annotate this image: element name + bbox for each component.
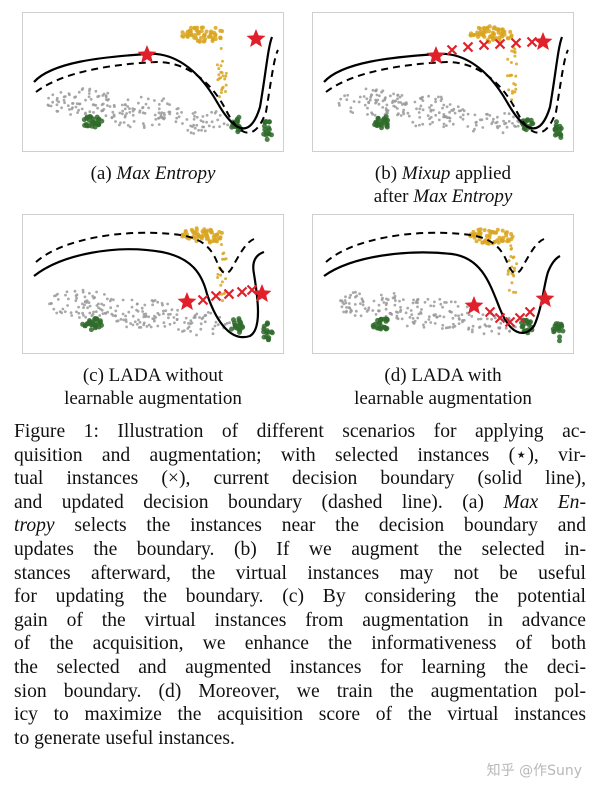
caption-line: tual instances (×), current decision bou…: [14, 468, 586, 490]
panel-c-plot: [22, 214, 284, 354]
selected-star: [137, 45, 157, 63]
scatter-plot-a: [22, 12, 284, 152]
selected-star: [252, 284, 272, 302]
caption-line: sion boundary. (d) Moreover, we train th…: [14, 680, 586, 702]
caption-line: gain of the virtual instances from augme…: [14, 609, 586, 631]
virtual-instances: [446, 36, 538, 56]
virtual-instances: [197, 284, 258, 306]
scatter-plot-d: [312, 214, 574, 354]
watermark: 知乎 @作Suny: [486, 763, 582, 779]
virtual-cross: [478, 39, 490, 51]
subcaption-a: (a) Max Entropy: [90, 163, 216, 184]
virtual-cross: [484, 306, 496, 318]
selected-star: [533, 32, 553, 50]
virtual-cross: [524, 306, 536, 318]
panel-b-plot: [312, 12, 574, 152]
caption-line: and updated decision boundary (dashed li…: [14, 491, 587, 513]
caption-line: for updating the boundary. (c) By consid…: [14, 586, 586, 608]
virtual-cross: [514, 312, 526, 324]
scatter-plot-c: [22, 214, 284, 354]
caption-line: stances afterward, the virtual instances…: [14, 562, 586, 584]
virtual-cross: [223, 288, 235, 300]
caption-line: updates the boundary. (b) If we augment …: [14, 538, 586, 560]
virtual-cross: [504, 316, 516, 328]
figure-caption: Figure 1: Illustration of different scen…: [14, 420, 586, 750]
virtual-cross: [494, 312, 506, 324]
selected-star: [177, 292, 197, 310]
caption-line: icy to maximize the acquisition score of…: [14, 704, 586, 726]
virtual-cross: [510, 37, 522, 49]
caption-line: Figure 1: Illustration of different scen…: [14, 421, 586, 442]
scatter-plot-b: [312, 12, 574, 152]
selected-star: [426, 46, 446, 64]
panel-d-plot: [312, 214, 574, 354]
panel-a-plot: [22, 12, 284, 152]
subcaption-b: (b) Mixup applied after Max Entropy: [373, 163, 513, 207]
subcaption-d: (d) LADA with learnable augmentation: [354, 365, 532, 409]
virtual-cross: [446, 44, 458, 56]
virtual-cross: [197, 294, 209, 306]
virtual-cross: [246, 284, 258, 296]
selected-star: [535, 289, 555, 307]
subcaption-c: (c) LADA without learnable augmentation: [64, 365, 242, 409]
caption-line: quisition and augmentation; with selecte…: [14, 444, 586, 466]
virtual-instances: [484, 306, 536, 328]
virtual-cross: [494, 38, 506, 50]
selected-star: [246, 29, 266, 47]
caption-line: of the acquisition, we enhance the infor…: [14, 633, 586, 655]
caption-line: to generate useful instances.: [14, 727, 235, 749]
caption-line: the selected and augmented instances for…: [14, 656, 586, 678]
caption-line: tropy selects the instances near the dec…: [14, 515, 586, 537]
selected-star: [464, 296, 484, 314]
virtual-cross: [236, 286, 248, 298]
virtual-cross: [462, 41, 474, 53]
virtual-cross: [210, 290, 222, 302]
